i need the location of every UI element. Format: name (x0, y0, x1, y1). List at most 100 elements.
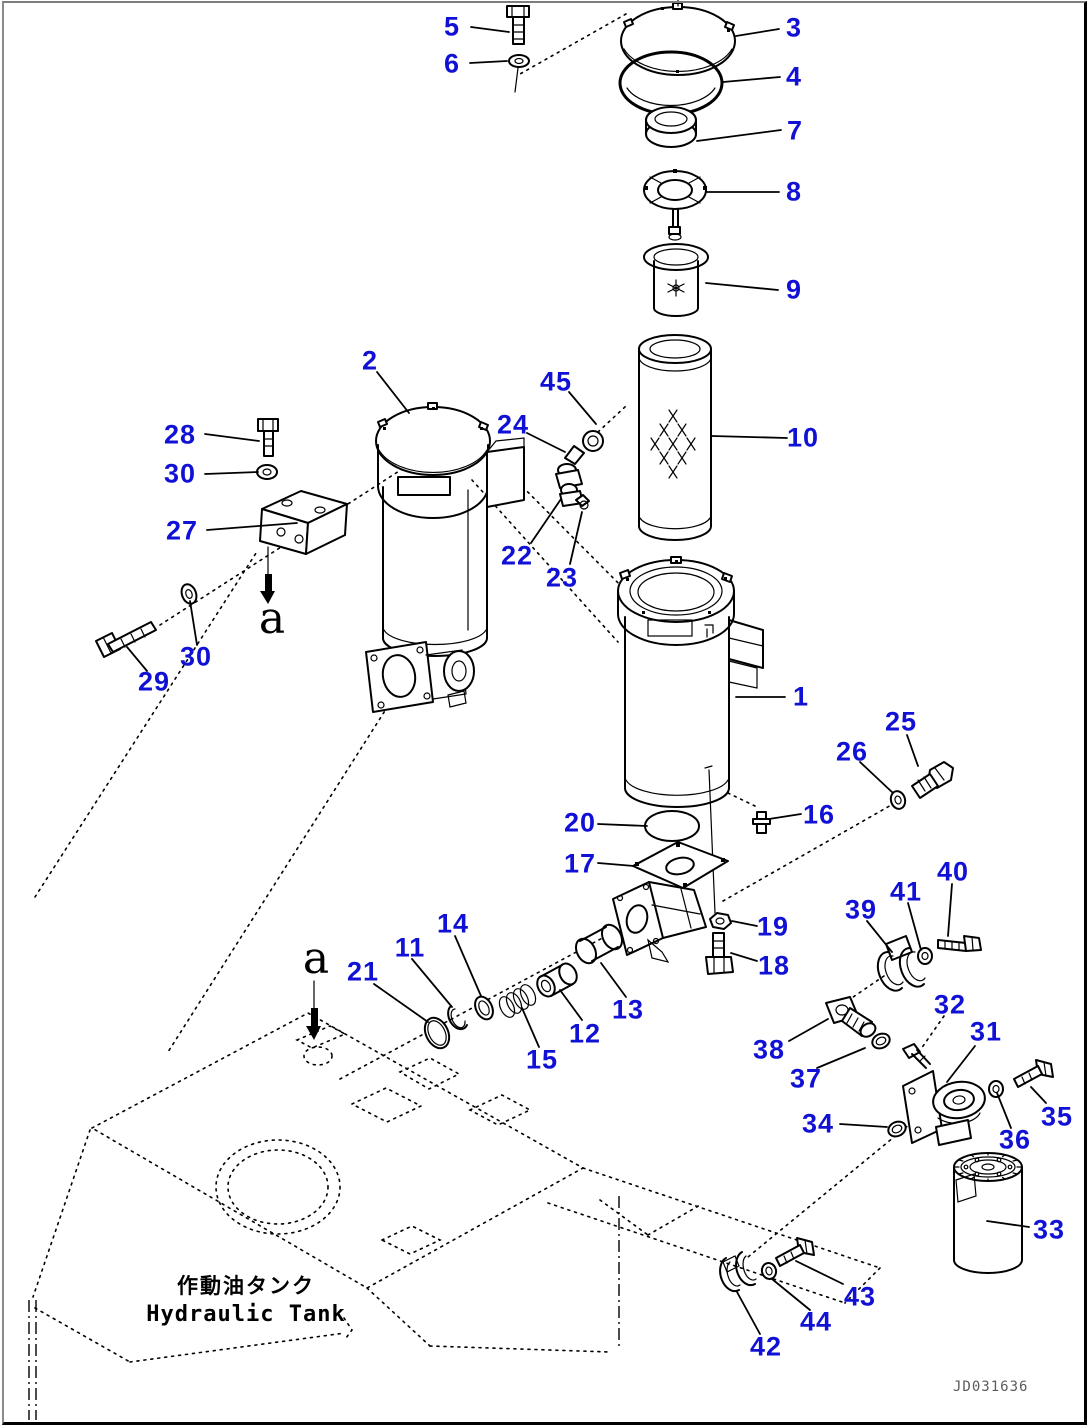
section-marker-arrow-1 (260, 546, 275, 604)
tank-caption: 作動油タンク Hydraulic Tank (146, 1270, 345, 1327)
callout-part-10: 10 (786, 422, 820, 453)
part-elbow-38 (825, 996, 877, 1038)
callout-part-24: 24 (496, 409, 530, 440)
part-bolt-40 (937, 935, 982, 952)
hydraulic-tank-outline (28, 1012, 881, 1420)
tank-caption-japanese: 作動油タンク (177, 1274, 315, 1298)
part-bolt-32 (902, 1043, 931, 1069)
callout-part-31: 31 (969, 1016, 1003, 1047)
part-clamp-39 (876, 935, 926, 992)
callout-part-11: 11 (394, 932, 426, 963)
callout-part-36: 36 (998, 1124, 1032, 1155)
callout-part-30: 30 (163, 458, 197, 489)
strainer-emblem (667, 279, 685, 297)
case-2-outlet (365, 641, 475, 713)
part-ring-45 (582, 430, 604, 452)
callout-part-12: 12 (568, 1018, 602, 1049)
part-filter-head-31 (902, 1070, 986, 1146)
callout-part-34: 34 (801, 1108, 835, 1139)
part-element-10 (638, 334, 712, 541)
part-plug-16 (752, 811, 771, 834)
callout-part-39: 39 (844, 894, 878, 925)
callout-part-28: 28 (163, 419, 197, 450)
part-cap-8 (643, 169, 707, 241)
callout-part-42: 42 (749, 1331, 783, 1362)
part-nut-19 (709, 912, 732, 930)
callout-part-17: 17 (563, 848, 597, 879)
callout-part-21: 21 (346, 956, 380, 987)
callout-part-18: 18 (757, 950, 791, 981)
part-ball-23 (575, 494, 590, 510)
callout-part-4: 4 (785, 61, 803, 92)
callout-part-44: 44 (799, 1306, 833, 1337)
part-piston-12 (536, 962, 578, 998)
callout-part-29: 29 (137, 666, 171, 697)
callout-part-9: 9 (785, 274, 803, 305)
callout-part-25: 25 (884, 706, 918, 737)
part-washer-41 (917, 947, 933, 965)
callout-part-33: 33 (1032, 1214, 1066, 1245)
callout-part-20: 20 (563, 807, 597, 838)
part-gasket-20 (644, 810, 700, 842)
callout-part-16: 16 (802, 799, 836, 830)
part-clamp-42 (719, 1251, 757, 1293)
tank-caption-english: Hydraulic Tank (146, 1302, 346, 1327)
callout-part-45: 45 (539, 366, 573, 397)
leader-lines (126, 26, 1047, 1335)
part-case-1 (617, 556, 764, 914)
callout-part-43: 43 (843, 1281, 877, 1312)
callout-part-6: 6 (443, 48, 461, 79)
part-washer-30b (180, 583, 198, 605)
part-washer-44 (760, 1262, 778, 1280)
part-ring-26 (889, 790, 907, 810)
callout-part-27: 27 (165, 515, 199, 546)
callout-part-30: 30 (179, 641, 213, 672)
callout-part-37: 37 (789, 1063, 823, 1094)
part-nipple-25 (911, 761, 954, 799)
part-oring-34 (887, 1120, 907, 1138)
part-snap-ring-11 (447, 1005, 468, 1031)
callout-part-15: 15 (525, 1044, 559, 1075)
part-plug-21 (423, 1016, 451, 1050)
part-collar-7 (645, 106, 697, 148)
section-marker-a-2: a (302, 932, 330, 984)
part-block-27 (259, 490, 348, 555)
part-cover-3 (620, 0, 736, 76)
callout-part-35: 35 (1040, 1101, 1074, 1132)
part-plug-24 (564, 445, 585, 465)
part-bolt-35 (1013, 1059, 1054, 1088)
callout-part-3: 3 (785, 12, 803, 43)
part-valve-22 (555, 463, 584, 507)
callout-part-14: 14 (436, 908, 470, 939)
section-marker-arrow-2 (306, 980, 321, 1040)
callout-part-2: 2 (361, 345, 379, 376)
callout-part-41: 41 (889, 876, 923, 907)
section-marker-a-1: a (258, 592, 286, 644)
part-oring-37 (871, 1032, 891, 1050)
part-bolt-28 (257, 418, 279, 457)
part-washer-6 (508, 54, 530, 93)
part-valve-body-17 (612, 841, 729, 963)
callout-part-19: 19 (756, 911, 790, 942)
callout-part-32: 32 (933, 989, 967, 1020)
part-ring-14 (474, 995, 494, 1021)
callout-part-13: 13 (611, 994, 645, 1025)
part-bolt-5 (506, 5, 530, 45)
callout-part-40: 40 (936, 856, 970, 887)
callout-part-38: 38 (752, 1034, 786, 1065)
callout-part-22: 22 (500, 540, 534, 571)
part-sleeve-13 (574, 923, 624, 965)
callout-part-7: 7 (786, 115, 804, 146)
part-case-2 (365, 402, 525, 713)
callout-part-8: 8 (785, 176, 803, 207)
drawing-number-watermark: JD031636 (953, 1379, 1029, 1395)
part-spring-15 (498, 984, 537, 1018)
element-mesh-pattern (650, 409, 696, 479)
part-bolt-29 (95, 621, 157, 658)
callout-part-26: 26 (835, 736, 869, 767)
part-strainer-9 (643, 243, 709, 317)
part-washer-36 (988, 1080, 1004, 1098)
part-nut-30 (256, 464, 278, 480)
